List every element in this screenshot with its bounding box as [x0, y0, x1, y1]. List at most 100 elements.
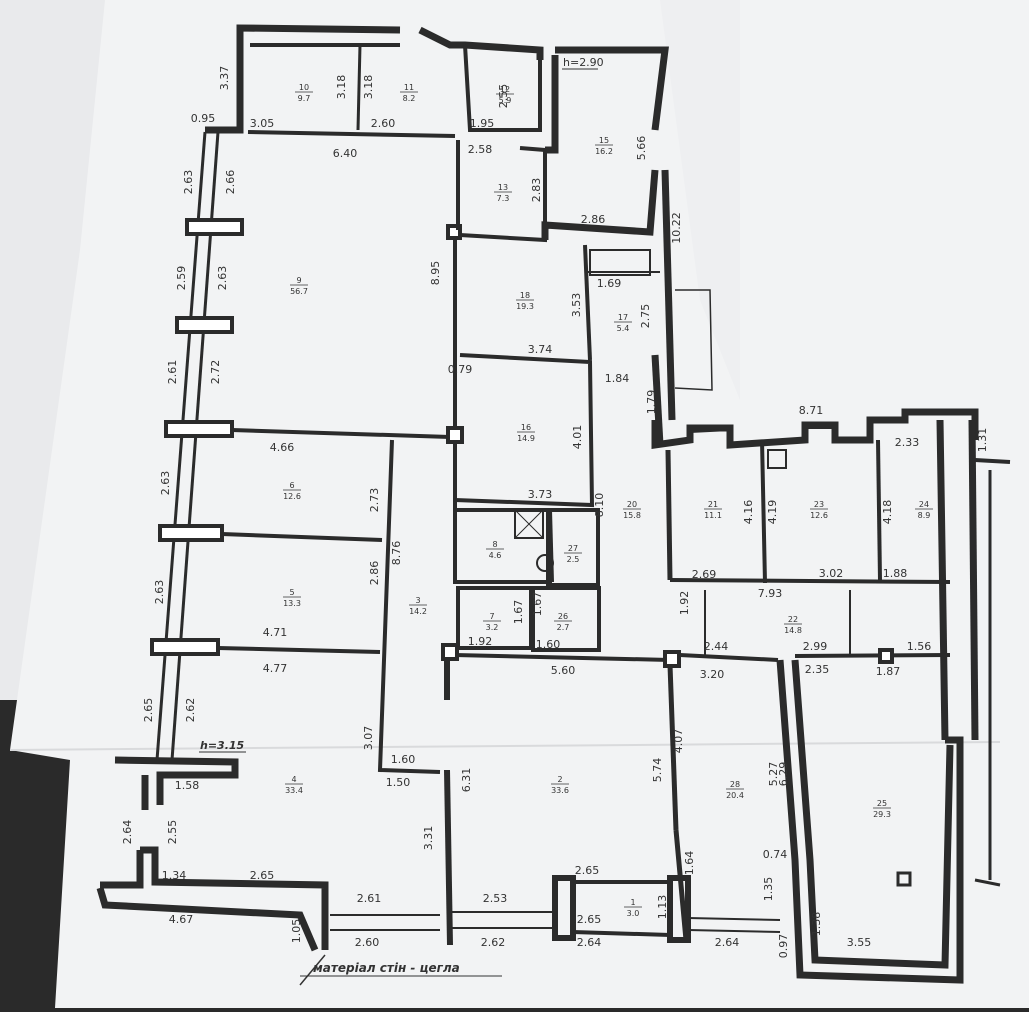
- room-number-2: 2: [557, 775, 562, 784]
- dimension-label: 1.87: [876, 665, 901, 678]
- dimension-label: 0.79: [448, 363, 473, 376]
- dimension-label: 2.86: [581, 213, 606, 226]
- room-number-15: 15: [599, 136, 609, 145]
- room-area-5: 13.3: [283, 599, 301, 608]
- room-number-25: 25: [877, 799, 887, 808]
- dimension-label: 2.83: [530, 178, 543, 203]
- room-area-7: 3.2: [486, 623, 499, 632]
- dimension-label: 1.88: [883, 567, 908, 580]
- dimension-label: 2.72: [209, 360, 222, 385]
- dimension-label: 2.44: [704, 640, 729, 653]
- room-number-23: 23: [814, 500, 824, 509]
- room-number-28: 28: [730, 780, 740, 789]
- dimension-label: 2.35: [805, 663, 830, 676]
- room-number-16: 16: [521, 423, 531, 432]
- dimension-label: 1.35: [762, 877, 775, 902]
- walls: [96, 24, 1011, 984]
- dimension-label: 4.67: [169, 913, 194, 926]
- dimension-label: 2.75: [639, 304, 652, 329]
- dimension-label: 1.92: [678, 591, 691, 616]
- dimension-label: 0.97: [777, 934, 790, 959]
- dimension-label: 5.60: [551, 664, 576, 677]
- room-number-22: 22: [788, 615, 798, 624]
- dimension-label: 10.22: [670, 212, 683, 244]
- dimension-label: 2.61: [166, 360, 179, 385]
- room-area-22: 14.8: [784, 626, 802, 635]
- dimension-label: 3.37: [218, 66, 231, 91]
- room-area-28: 20.4: [726, 791, 744, 800]
- room-area-25: 29.3: [873, 810, 891, 819]
- dimension-label: 4.18: [881, 500, 894, 525]
- dimension-label: 2.62: [481, 936, 506, 949]
- room-area-18: 19.3: [516, 302, 534, 311]
- dimension-label: 6.40: [333, 147, 358, 160]
- dimension-label: 2.65: [575, 864, 600, 877]
- dimension-label: 4.16: [742, 500, 755, 525]
- room-area-16: 14.9: [517, 434, 535, 443]
- wall-material-note: матеріал стін - цегла: [313, 961, 460, 975]
- room-area-10: 9.7: [298, 94, 311, 103]
- room-number-24: 24: [919, 500, 929, 509]
- room-area-1: 3.0: [627, 909, 640, 918]
- room-area-21: 11.1: [704, 511, 722, 520]
- room-labels: 13.0233.6314.2433.4513.3612.673.284.6956…: [283, 83, 933, 918]
- dimension-label: 4.07: [672, 729, 685, 754]
- dimension-label: 1.34: [162, 869, 187, 882]
- room-area-15: 16.2: [595, 147, 613, 156]
- room-area-11: 8.2: [403, 94, 416, 103]
- dimension-label: 2.62: [184, 698, 197, 723]
- room-area-27: 2.5: [567, 555, 580, 564]
- room-area-26: 2.7: [557, 623, 570, 632]
- dimension-label: 7.93: [758, 587, 783, 600]
- dimension-label: 2.64: [121, 820, 134, 845]
- wall-room-25: [776, 659, 964, 984]
- dimension-label: 2.55: [497, 84, 510, 109]
- room-number-13: 13: [498, 183, 508, 192]
- dimension-label: 1.58: [175, 779, 200, 792]
- dimension-label: 2.53: [483, 892, 508, 905]
- room-area-2: 33.6: [551, 786, 569, 795]
- dimension-label: 1.92: [468, 635, 493, 648]
- dimension-label: 0.95: [191, 112, 216, 125]
- dimension-label: 2.69: [692, 568, 717, 581]
- dimension-label: 1.69: [597, 277, 622, 290]
- room-number-9: 9: [296, 276, 301, 285]
- room-area-20: 15.8: [623, 511, 641, 520]
- dimension-label: 3.74: [528, 343, 553, 356]
- dimension-label: 2.63: [182, 170, 195, 195]
- dimension-label: 1.13: [656, 895, 669, 920]
- dimension-label: 1.64: [683, 851, 696, 876]
- dimension-label: 5.27: [767, 762, 780, 787]
- room-number-12: 12: [500, 85, 510, 94]
- dimension-label: 6.29: [777, 762, 790, 787]
- room-number-26: 26: [558, 612, 568, 621]
- dimension-label: 0.74: [763, 848, 788, 861]
- dimension-label: 2.99: [803, 640, 828, 653]
- room-number-1: 1: [630, 898, 635, 907]
- dimension-label: 2.60: [355, 936, 380, 949]
- dimension-label: 3.55: [847, 936, 872, 949]
- dimension-label: 1.79: [645, 390, 658, 415]
- dimension-label: 3.20: [700, 668, 725, 681]
- dimension-label: 8.76: [390, 541, 403, 566]
- dimension-label: 1.05: [290, 919, 303, 944]
- dimension-label: 1.38: [810, 912, 823, 937]
- room-number-4: 4: [291, 775, 296, 784]
- room-area-13: 7.3: [497, 194, 510, 203]
- room-number-5: 5: [289, 588, 294, 597]
- dimension-label: 2.65: [142, 698, 155, 723]
- room-area-9: 56.7: [290, 287, 308, 296]
- dimension-label: 2.61: [357, 892, 382, 905]
- dimension-label: 3.18: [362, 75, 375, 100]
- dimension-label: 3.18: [335, 75, 348, 100]
- dimension-label: 3.07: [362, 726, 375, 751]
- room-number-18: 18: [520, 291, 530, 300]
- dimension-label: 4.19: [766, 500, 779, 525]
- dimension-label: 2.55: [166, 820, 179, 845]
- dimension-label: 2.64: [715, 936, 740, 949]
- dimension-label: 2.64: [577, 936, 602, 949]
- dimension-label: 2.65: [250, 869, 275, 882]
- dimension-label: 4.77: [263, 662, 288, 675]
- dimension-label: 2.63: [216, 266, 229, 291]
